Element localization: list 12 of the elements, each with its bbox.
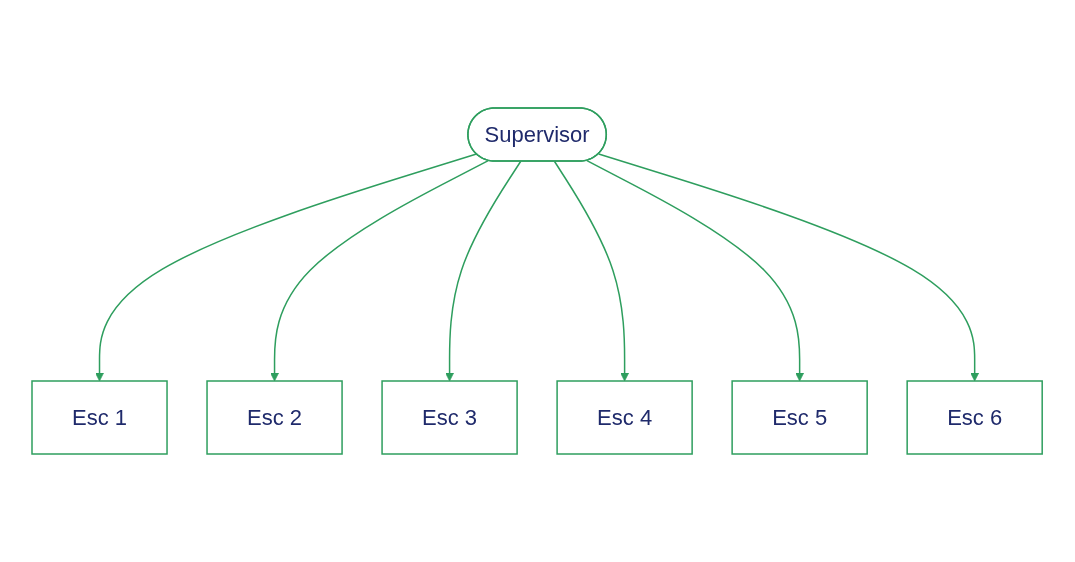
arrow (554, 160, 630, 382)
arrow (598, 153, 980, 382)
node-box: Esc 1 (31, 380, 169, 455)
node-box: Esc 2 (206, 380, 344, 455)
arrow (586, 159, 805, 382)
arrow (445, 160, 522, 382)
node-box: Esc 4 (556, 380, 694, 455)
arrow (270, 159, 490, 382)
arrow (95, 153, 478, 382)
node-box: Esc 6 (906, 380, 1044, 455)
node-box: Esc 3 (381, 380, 519, 455)
node-box: Esc 5 (731, 380, 869, 455)
